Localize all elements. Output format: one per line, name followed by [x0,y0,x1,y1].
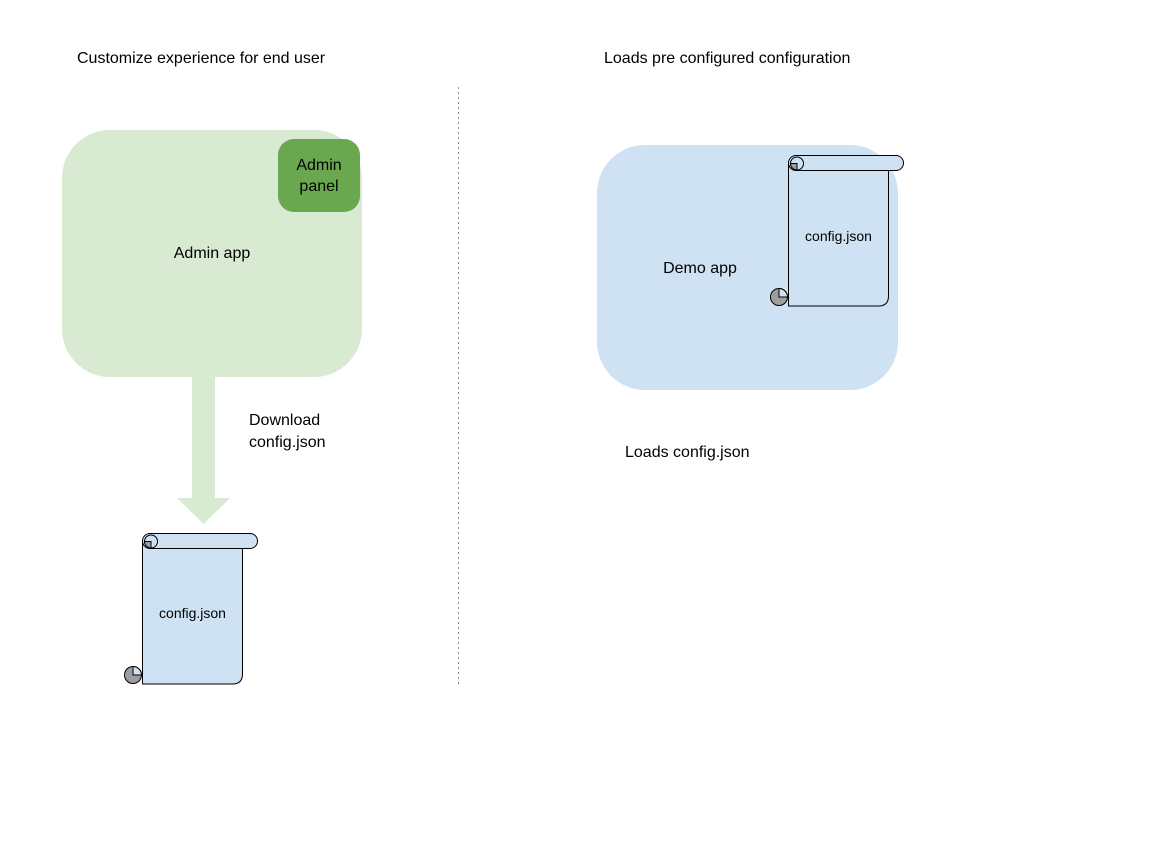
config-json-label-left: config.json [159,605,226,621]
config-json-label-right: config.json [805,228,872,244]
scroll-top-bar [142,533,258,549]
scroll-body [142,540,243,685]
download-arrow-body [177,376,230,524]
config-json-scroll-right [770,155,904,307]
scroll-top-bar [788,155,904,171]
admin-panel-shape: Admin panel [278,139,360,212]
demo-app-label: Demo app [663,260,737,277]
scroll-body [788,162,889,307]
admin-panel-label: Admin panel [296,156,342,195]
right-section-title: Loads pre configured configuration [604,50,851,67]
admin-app-label: Admin app [173,245,251,262]
download-arrow-icon [177,376,230,524]
download-caption: Download config.json [249,412,326,451]
section-divider [458,87,459,685]
config-json-scroll-left [124,533,258,685]
loads-config-caption: Loads config.json [625,444,750,461]
left-section-title: Customize experience for end user [77,50,326,67]
